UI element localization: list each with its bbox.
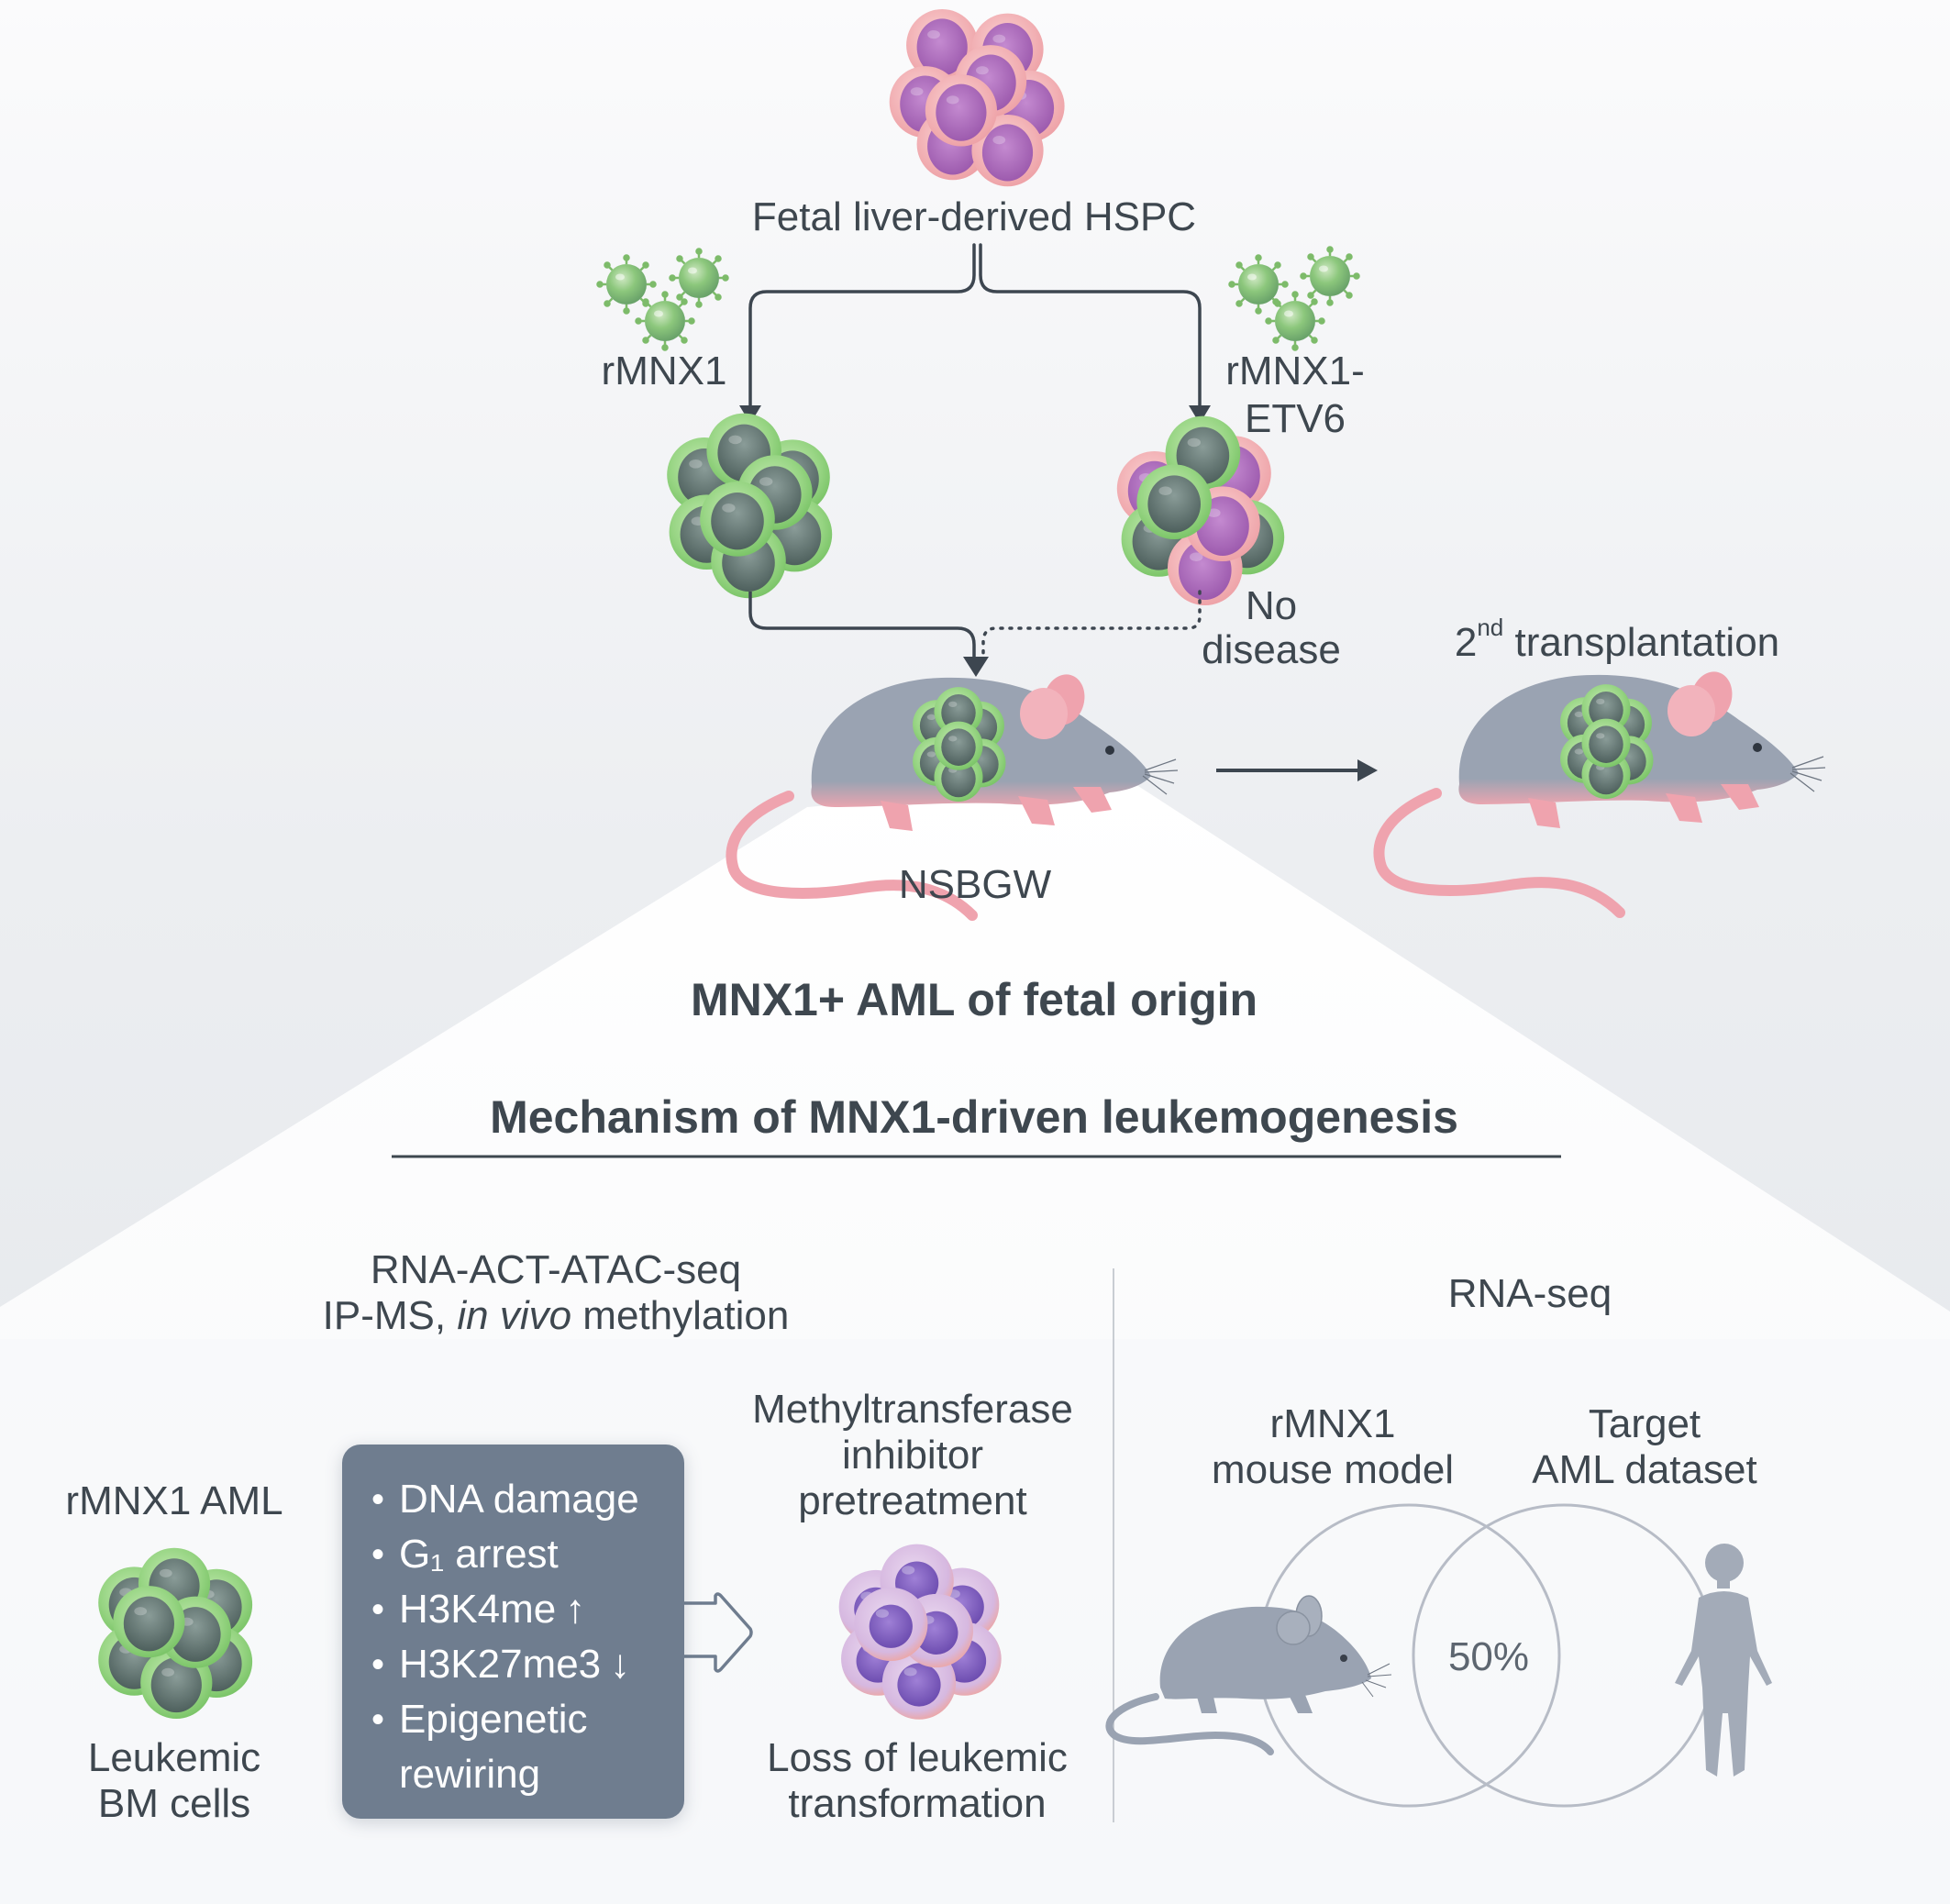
set-b-line2: AML dataset (1532, 1447, 1757, 1492)
bullet-icon: • (371, 1699, 385, 1740)
treatment-line2: inhibitor (841, 1433, 984, 1478)
methods-line2-pre: IP-MS, (322, 1293, 458, 1338)
overlap-percentage: 50% (1447, 1634, 1530, 1679)
leukemic-cells-line1: Leukemic (87, 1735, 261, 1780)
arrow-down-right-icon (1189, 405, 1211, 424)
branch-arrows (748, 243, 1202, 415)
findings-list: • DNA damage • G₁ arrest • H3K4me↑ • H3K27me… (342, 1445, 684, 1802)
finding-text: H3K27me3 (399, 1642, 602, 1687)
leukemic-cells-line2: BM cells (97, 1781, 251, 1826)
finding-item: • DNA damage (371, 1472, 684, 1527)
dotted-path-no-disease (981, 590, 1202, 660)
rmnx1-etv6-label-line2: ETV6 (1244, 396, 1346, 441)
methods-line2-italic: in vivo (457, 1293, 572, 1338)
finding-item: • G₁ arrest (371, 1527, 684, 1582)
solid-path-to-mouse (748, 592, 976, 659)
methods-line1: RNA-ACT-ATAC-seq (370, 1247, 742, 1292)
main-title: MNX1+ AML of fetal origin (690, 974, 1258, 1025)
hspc-label: Fetal liver-derived HSPC (751, 194, 1197, 239)
second-transplant-ordinal: 2 (1454, 620, 1478, 665)
no-disease-label-line2: disease (1202, 627, 1341, 672)
arrow-right-icon (1357, 759, 1378, 781)
treatment-line1: Methyltransferase (752, 1387, 1073, 1432)
set-a-line2: mouse model (1211, 1447, 1455, 1492)
leukemic-bm-cell-cluster-icon (98, 1547, 253, 1719)
treatment-line3: pretreatment (798, 1478, 1027, 1523)
arrow-down-icon: ↓ (610, 1642, 631, 1687)
bullet-icon: • (371, 1534, 385, 1575)
second-transplant-label: 2nd transplantation (1454, 614, 1780, 667)
methods-line2: IP-MS, in vivo methylation (323, 1293, 790, 1340)
arrow-down-to-mouse-icon (963, 657, 989, 677)
second-transplant-text: transplantation (1503, 620, 1780, 665)
finding-text: rewiring (399, 1752, 541, 1797)
finding-text: DNA damage (399, 1477, 639, 1522)
finding-item-continuation: rewiring (371, 1747, 684, 1802)
finding-item: • H3K27me3↓ (371, 1637, 684, 1692)
patient-child-silhouette-icon (1675, 1544, 1772, 1777)
rmnx1-etv6-label-line1: rMNX1- (1225, 349, 1365, 393)
bullet-icon: • (371, 1589, 385, 1630)
methods-line2-post: methylation (571, 1293, 790, 1338)
nsbgw-label: NSBGW (898, 862, 1052, 907)
finding-item: • H3K4me↑ (371, 1582, 684, 1637)
finding-item: • Epigenetic (371, 1692, 684, 1747)
bullet-icon: • (371, 1479, 385, 1520)
outcome-line2: transformation (788, 1781, 1047, 1826)
outline-arrow-right-icon (684, 1592, 753, 1673)
rna-seq-label: RNA-seq (1447, 1271, 1612, 1316)
second-transplant-sup: nd (1477, 614, 1504, 641)
findings-box: • DNA damage • G₁ arrest • H3K4me↑ • H3K27me… (342, 1445, 684, 1819)
finding-text: G₁ arrest (399, 1532, 559, 1577)
set-b-line1: Target (1588, 1401, 1701, 1446)
mechanism-heading: Mechanism of MNX1-driven leukemogenesis (490, 1091, 1458, 1143)
no-disease-label-line1: No (1245, 583, 1298, 628)
finding-text: H3K4me (399, 1587, 557, 1632)
bullet-icon: • (371, 1644, 385, 1685)
outcome-line1: Loss of leukemic (767, 1735, 1068, 1780)
rmnx1-label: rMNX1 (601, 349, 727, 393)
set-a-line1: rMNX1 (1269, 1401, 1396, 1446)
rmnx1-aml-label: rMNX1 AML (65, 1478, 283, 1523)
finding-text: Epigenetic (399, 1697, 588, 1742)
arrow-up-icon: ↑ (565, 1587, 586, 1632)
